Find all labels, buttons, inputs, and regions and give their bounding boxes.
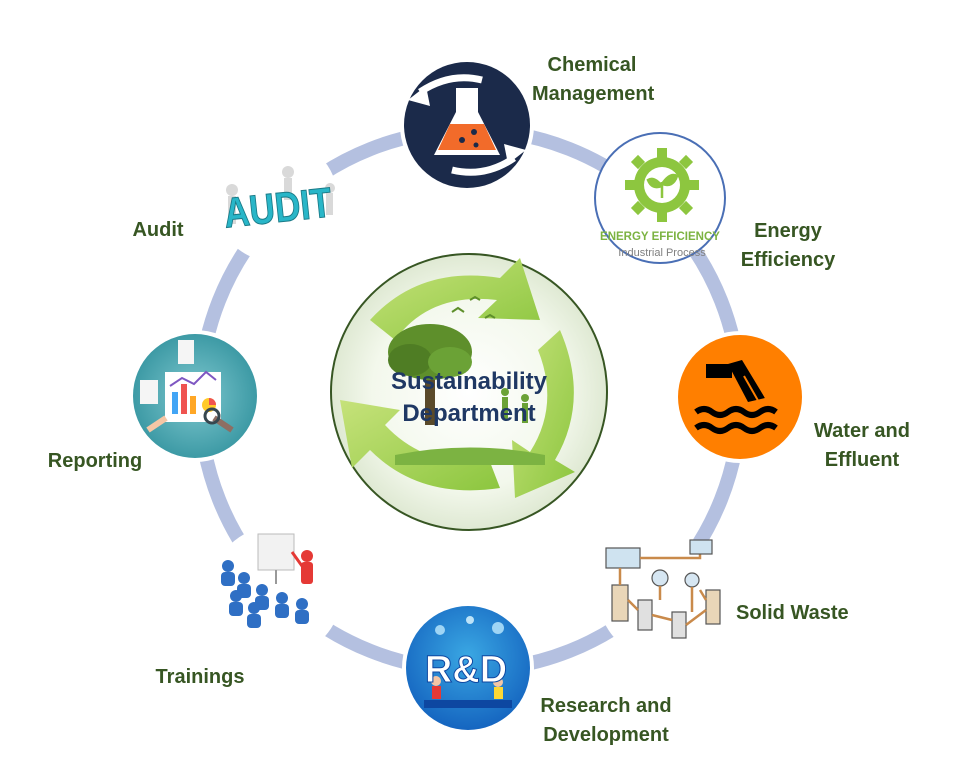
audit-node: AUDIT (214, 138, 338, 262)
audit-label-text: Audit (132, 219, 184, 241)
rnd-node: R&D (402, 602, 534, 734)
rnd-label-line2: Development (543, 724, 669, 746)
energy-label-line2: Efficiency (740, 249, 836, 271)
audit-logo-text: AUDIT (222, 178, 335, 236)
energy-label: Energy Efficiency (733, 217, 843, 275)
trainings-label-text: Trainings (155, 666, 245, 688)
trainings-node (210, 526, 342, 658)
report-charts-icon (140, 340, 234, 433)
energy-label-line1: Energy (754, 220, 822, 242)
rnd-label: Research and Development (536, 692, 676, 750)
flask-icon (408, 74, 526, 176)
center-title-line1: Sustainability (391, 368, 548, 395)
reporting-label: Reporting (40, 447, 150, 476)
energy-logo-line2: Industrial Process (618, 247, 706, 259)
center-node: Sustainability Department (330, 253, 608, 531)
chemical-node (400, 58, 534, 192)
water-label: Water and Effluent (806, 417, 918, 475)
rnd-label-line1: Research and (540, 695, 672, 717)
rnd-icon (424, 616, 512, 708)
trainings-label: Trainings (148, 663, 252, 692)
center-title-line2: Department (402, 400, 535, 427)
solid-node (598, 531, 726, 659)
chemical-label: Chemical Management (532, 51, 655, 109)
water-node (674, 331, 806, 463)
water-label-line2: Effluent (824, 449, 900, 471)
process-schematic-icon (605, 539, 721, 639)
pipe-discharge-icon (694, 360, 778, 434)
gear-leaf-icon (625, 148, 699, 222)
recycle-arrows-icon (340, 258, 575, 498)
rnd-logo-text: R&D (425, 649, 507, 691)
audit-figures-icon (226, 166, 335, 224)
energy-logo-line1: ENERGY EFFICIENCY (600, 231, 720, 243)
presentation-icon (221, 533, 313, 628)
reporting-label-text: Reporting (47, 450, 143, 472)
energy-node: ENERGY EFFICIENCY Industrial Process (594, 132, 726, 264)
audit-label: Audit (120, 216, 196, 245)
water-label-line1: Water and (814, 420, 910, 442)
reporting-node (129, 330, 261, 462)
solid-label-text: Solid Waste (736, 602, 849, 624)
chemical-label-line1: Chemical (547, 54, 637, 76)
solid-label: Solid Waste (736, 599, 860, 628)
chemical-label-line2: Management (532, 83, 655, 105)
